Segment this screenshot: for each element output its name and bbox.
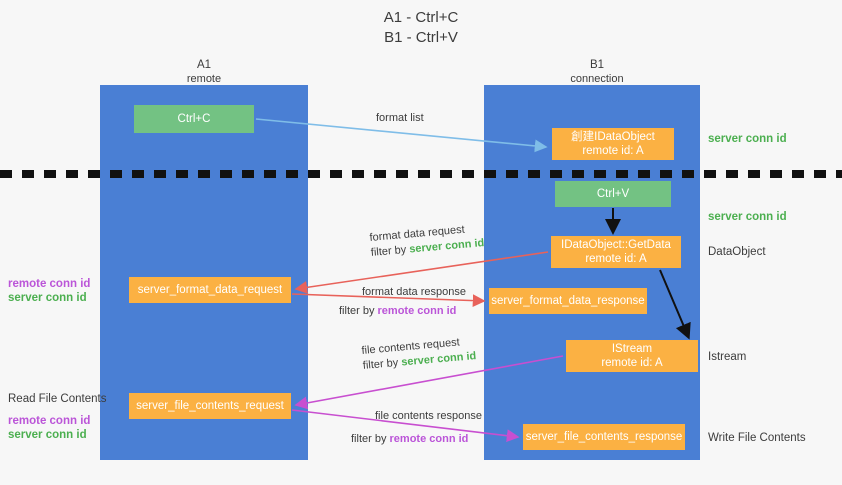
node-server-file-contents-request-label: server_file_contents_request (136, 400, 284, 412)
edge-label-file-contents-response-filter: filter by remote conn id (351, 432, 468, 447)
filter-value-remote-conn-id-1: remote conn id (377, 305, 457, 317)
title-line-1: A1 - Ctrl+C (383, 9, 459, 26)
edge-format-data-response (291, 293, 486, 307)
node-server-format-data-request-label: server_format_data_request (137, 284, 283, 296)
annotation-remote-conn-id-upper: remote conn id (8, 278, 91, 290)
node-idataobject-line2: remote id: A (582, 145, 644, 157)
filter-by-text-2: filter by (339, 305, 375, 317)
annotation-write-file-contents: Write File Contents (708, 432, 806, 444)
node-ctrl-v-label: Ctrl+V (596, 188, 630, 200)
node-ctrl-c[interactable]: Ctrl+C (134, 105, 254, 133)
edge-format-data-request (294, 251, 549, 294)
annotation-remote-conn-id-lower: remote conn id (8, 415, 91, 427)
annotation-server-conn-id-lower: server conn id (8, 429, 87, 441)
title-line-2: B1 - Ctrl+V (384, 29, 458, 46)
annotation-server-conn-id-mid: server conn id (708, 211, 787, 223)
edge-format-list (255, 118, 548, 153)
edge-label-format-data-response-filter: filter by remote conn id (339, 304, 456, 319)
node-getdata-line1: IDataObject::GetData (561, 239, 671, 251)
column-header-a1: A1 remote (144, 58, 264, 86)
column-b1-name: B1 (589, 59, 605, 71)
column-a1-name: A1 (196, 59, 212, 71)
node-istream[interactable]: IStream remote id: A (566, 340, 698, 372)
filter-value-remote-conn-id-2: remote conn id (389, 433, 469, 445)
node-getdata-line2: remote id: A (585, 253, 647, 265)
annotation-conn-ids-upper: remote conn id server conn id (8, 277, 90, 305)
annotation-server-conn-id-top: server conn id (708, 133, 787, 145)
annotation-data-object: DataObject (708, 246, 766, 258)
node-istream-line2: remote id: A (601, 357, 663, 369)
annotation-server-conn-id-upper: server conn id (8, 292, 87, 304)
filter-by-text-3: filter by (362, 356, 399, 372)
node-istream-line1: IStream (611, 343, 653, 355)
node-idataobject-line1: 創建IDataObject (571, 131, 655, 143)
node-server-format-data-request[interactable]: server_format_data_request (129, 277, 291, 303)
node-server-file-contents-response[interactable]: server_file_contents_response (523, 424, 685, 450)
edge-getdata-to-istream (659, 269, 691, 340)
filter-by-text-1: filter by (370, 243, 407, 259)
column-header-b1: B1 connection (532, 58, 662, 86)
node-server-format-data-response[interactable]: server_format_data_response (489, 288, 647, 314)
node-server-file-contents-response-label: server_file_contents_response (525, 431, 683, 443)
node-ctrl-v[interactable]: Ctrl+V (555, 181, 671, 207)
edge-file-contents-request (294, 355, 564, 410)
node-ctrl-c-label: Ctrl+C (177, 113, 211, 125)
edge-label-format-list: format list (376, 112, 424, 124)
node-getdata[interactable]: IDataObject::GetData remote id: A (551, 236, 681, 268)
phase-divider (0, 170, 842, 178)
node-server-format-data-response-label: server_format_data_response (491, 295, 645, 307)
node-server-file-contents-request[interactable]: server_file_contents_request (129, 393, 291, 419)
filter-by-text-4: filter by (351, 433, 387, 445)
edge-label-format-data-response: format data response (362, 286, 466, 298)
edge-label-file-contents-response: file contents response (375, 410, 483, 422)
column-a1-sub: remote (186, 73, 222, 85)
annotation-conn-ids-lower: remote conn id server conn id (8, 414, 90, 442)
annotation-istream: Istream (708, 351, 747, 363)
edge-file-contents-response (291, 409, 520, 443)
page-title: A1 - Ctrl+C B1 - Ctrl+V (0, 8, 842, 48)
annotation-read-file-contents: Read File Contents (8, 393, 107, 405)
node-idataobject[interactable]: 創建IDataObject remote id: A (552, 128, 674, 160)
column-b1-sub: connection (570, 73, 624, 85)
